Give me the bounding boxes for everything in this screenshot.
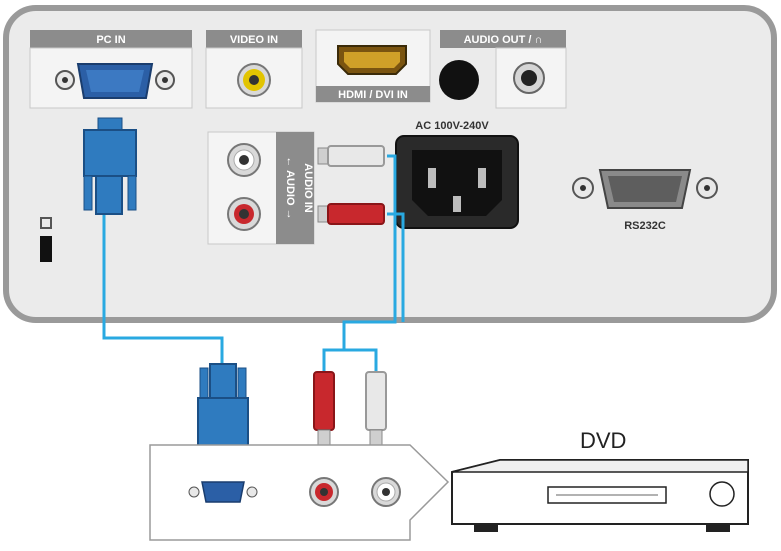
audio-out-port-group: AUDIO OUT / ∩ <box>439 30 567 109</box>
rs232c-label: RS232C <box>624 220 666 232</box>
rca-white-plug-projector <box>317 145 385 167</box>
video-rca-port <box>237 63 271 97</box>
dvd-foot-right <box>706 524 730 532</box>
audio-split-red <box>322 348 344 372</box>
dvd-foot-left <box>474 524 498 532</box>
kensington-lock-slot <box>40 217 52 262</box>
rca-red-plug-projector <box>317 203 385 225</box>
audio-out-label: AUDIO OUT / ∩ <box>464 34 543 46</box>
pc-in-port-group: PC IN <box>29 30 193 109</box>
dvd-white-audio-port <box>371 477 401 507</box>
audio-in-label: AUDIO IN <box>302 163 314 213</box>
projector-back-panel <box>3 5 777 323</box>
audio-in-white-port <box>227 143 261 177</box>
headphone-jack <box>513 62 545 94</box>
pc-in-label: PC IN <box>96 34 125 46</box>
rca-white-plug-dvd <box>365 371 387 455</box>
hdmi-dvi-in-label: HDMI / DVI IN <box>338 89 408 101</box>
vga-port <box>55 63 175 99</box>
audio-out-round-port <box>439 60 479 100</box>
audio-lr-label: ← AUDIO → <box>284 156 296 219</box>
dvd-label: DVD <box>580 428 626 453</box>
vga-cable <box>102 212 224 372</box>
dvd-vga-port <box>188 481 258 503</box>
power-knob <box>709 481 735 507</box>
video-in-label: VIDEO IN <box>230 34 278 46</box>
rs232c-port: RS232C <box>572 169 718 232</box>
audio-white-cable <box>342 154 397 372</box>
ac-power-label: AC 100V-240V <box>415 120 489 132</box>
audio-in-red-port <box>227 197 261 231</box>
vga-plug-projector <box>83 117 137 215</box>
rca-red-plug-dvd <box>313 371 335 455</box>
dvd-back-panel-callout <box>149 444 450 541</box>
video-in-port-group: VIDEO IN <box>205 30 303 109</box>
cables <box>102 154 405 372</box>
audio-red-cable <box>387 212 405 322</box>
dvd-red-audio-port <box>309 477 339 507</box>
audio-in-port-group: AUDIO IN ← AUDIO → <box>207 131 315 245</box>
hdmi-port <box>337 45 407 75</box>
hdmi-port-group: HDMI / DVI IN <box>315 29 431 103</box>
dvd-player: DVD <box>451 428 749 532</box>
ac-power-socket: AC 100V-240V <box>395 120 519 229</box>
